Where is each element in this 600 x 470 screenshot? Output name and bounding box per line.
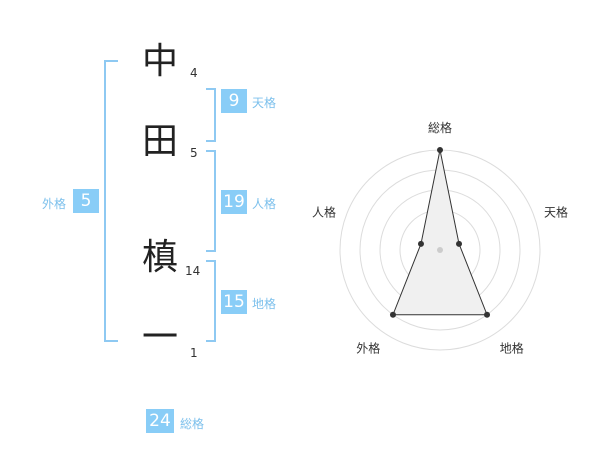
name-char-4: 一: [141, 317, 178, 358]
radar-axis-label-5: 人格: [312, 204, 336, 219]
radar-series-polygon: [392, 149, 488, 316]
chikaku-value: 15: [221, 290, 247, 314]
radar-point-2: [456, 240, 463, 247]
jinkaku-label: 人格: [252, 197, 277, 211]
name-char-3: 槙: [141, 237, 178, 278]
jinkaku-bracket: [206, 150, 216, 252]
chikaku-label: 地格: [252, 297, 277, 311]
radar-point-1: [437, 147, 443, 153]
name-char-1: 中: [141, 41, 178, 82]
jinkaku-value: 19: [221, 190, 247, 214]
gaikaku-label: 外格: [42, 197, 67, 211]
radar-axis-label-2: 天格: [544, 204, 568, 219]
radar-point-5: [417, 240, 424, 247]
radar-axis-label-1: 総格: [428, 120, 452, 135]
stroke-count-4: 1: [190, 346, 198, 360]
gaikaku-bracket: [104, 60, 118, 342]
radar-axis-label-4: 外格: [356, 341, 380, 356]
radar-center-dot: [437, 247, 443, 253]
stroke-count-1: 4: [190, 66, 198, 80]
stroke-count-2: 5: [190, 146, 198, 160]
tenkaku-label: 天格: [252, 96, 277, 110]
radar-axis-label-3: 地格: [500, 341, 524, 356]
gaikaku-value: 5: [73, 189, 99, 213]
soukaku-label: 総格: [180, 417, 205, 431]
chikaku-bracket: [206, 260, 216, 342]
radar-point-4: [389, 311, 396, 318]
soukaku-value: 24: [146, 409, 174, 433]
radar-point-3: [484, 311, 491, 318]
tenkaku-value: 9: [221, 89, 247, 113]
stroke-count-3: 14: [185, 264, 201, 278]
name-char-2: 田: [141, 121, 178, 162]
tenkaku-bracket: [206, 88, 216, 142]
